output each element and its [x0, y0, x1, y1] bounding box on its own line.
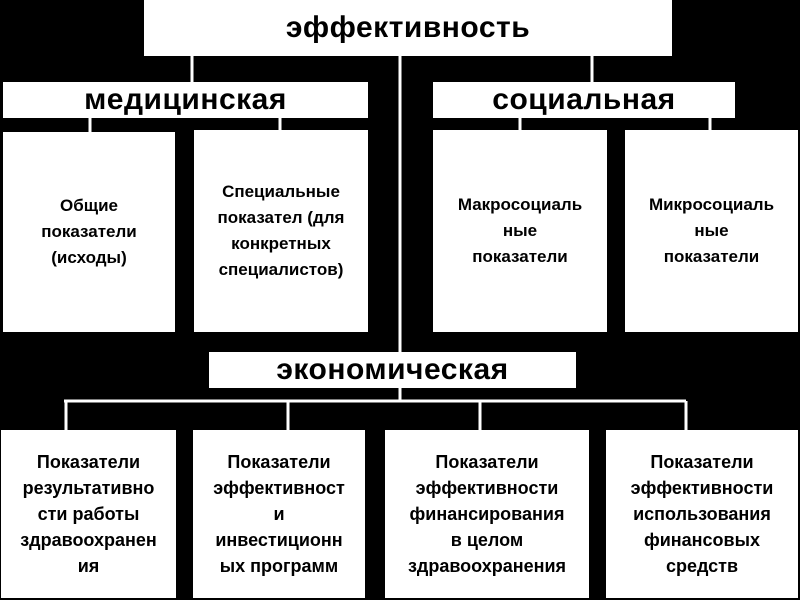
medical-item-general-text: Общие показатели (исходы) [41, 196, 137, 267]
title-text: эффективность [285, 11, 531, 44]
medical-header-text: медицинская [84, 83, 287, 116]
medical-header: медицинская [3, 82, 368, 118]
economic-item-investment-text: Показатели эффективност и инвестиционн ы… [213, 452, 345, 576]
social-item-micro: Микросоциаль ные показатели [625, 130, 798, 332]
economic-item-investment: Показатели эффективност и инвестиционн ы… [193, 430, 365, 598]
medical-item-special: Специальные показател (для конкретных сп… [194, 130, 368, 332]
economic-item-performance: Показатели результативно сти работы здра… [1, 430, 176, 598]
medical-item-general: Общие показатели (исходы) [3, 132, 175, 332]
social-item-macro-text: Макросоциаль ные показатели [457, 195, 583, 266]
medical-item-special-text: Специальные показател (для конкретных сп… [217, 182, 345, 279]
social-item-micro-text: Микросоциаль ные показатели [648, 195, 775, 266]
economic-item-funds-usage-text: Показатели эффективности использования ф… [630, 452, 774, 576]
economic-item-funds-usage: Показатели эффективности использования ф… [606, 430, 798, 598]
title-box: эффективность [144, 0, 672, 56]
social-item-macro: Макросоциаль ные показатели [433, 130, 607, 332]
economic-header: экономическая [209, 352, 576, 388]
social-header-text: социальная [492, 83, 676, 116]
social-header: социальная [433, 82, 735, 118]
economic-header-text: экономическая [276, 353, 509, 386]
economic-item-performance-text: Показатели результативно сти работы здра… [20, 452, 157, 576]
economic-item-financing-text: Показатели эффективности финансирования … [407, 452, 567, 576]
economic-item-financing: Показатели эффективности финансирования … [385, 430, 589, 598]
